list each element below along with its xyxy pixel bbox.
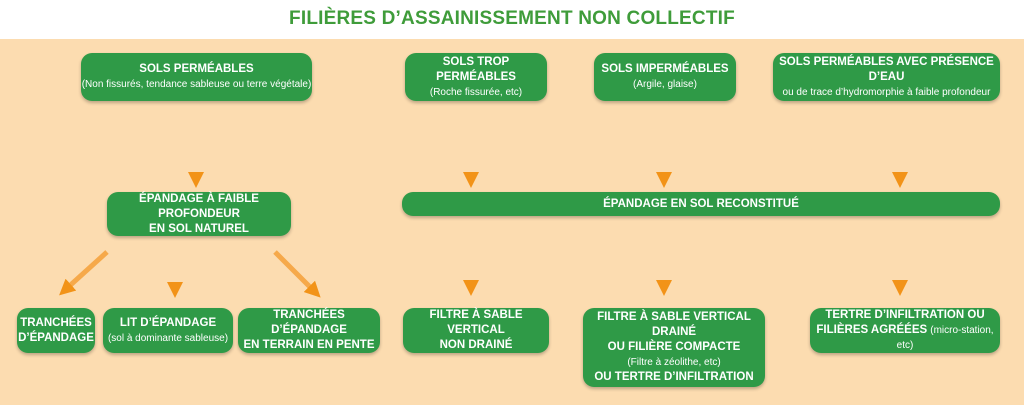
tertre-line2: FILIÈRES AGRÉÉES bbox=[816, 324, 928, 336]
output-lit: LIT D’ÉPANDAGE (sol à dominante sableuse… bbox=[103, 308, 233, 353]
output-tranchees: TRANCHÉES D’ÉPANDAGE bbox=[17, 308, 95, 353]
tranchees-line1: TRANCHÉES bbox=[20, 316, 92, 329]
tranchees-line2: D’ÉPANDAGE bbox=[18, 331, 94, 344]
shallow-spreading-box: ÉPANDAGE À FAIBLE PROFONDEUR EN SOL NATU… bbox=[107, 192, 291, 236]
soil-box-too-permeable: SOLS TROP PERMÉABLES (Roche fissurée, et… bbox=[405, 53, 547, 101]
soil-sub: (Roche fissurée, etc) bbox=[429, 86, 523, 98]
lit-sub: (sol à dominante sableuse) bbox=[107, 332, 229, 344]
output-pente: TRANCHÉES D’ÉPANDAGE EN TERRAIN EN PENTE bbox=[238, 308, 380, 353]
soil-box-water: SOLS PERMÉABLES AVEC PRÉSENCE D’EAU ou d… bbox=[773, 53, 1000, 101]
tertre-line1: TERTRE D’INFILTRATION OU bbox=[825, 309, 985, 321]
draine-sub: (Filtre à zéolithe, etc) bbox=[627, 357, 721, 368]
soil-sub: ou de trace d’hydromorphie à faible prof… bbox=[782, 86, 991, 98]
arrow-5 bbox=[59, 250, 109, 296]
draine-line2: OU FILIÈRE COMPACTE bbox=[607, 341, 741, 353]
output-filtre-non-draine: FILTRE À SABLE VERTICAL NON DRAINÉ bbox=[403, 308, 549, 353]
soil-title: SOLS IMPERMÉABLES bbox=[601, 63, 729, 75]
draine-line1: FILTRE À SABLE VERTICAL DRAINÉ bbox=[597, 311, 751, 338]
tertre-sub: (micro-station, etc) bbox=[896, 325, 994, 351]
soil-title: SOLS PERMÉABLES bbox=[139, 63, 254, 75]
output-tertre: TERTRE D’INFILTRATION OU FILIÈRES AGRÉÉE… bbox=[810, 308, 1000, 353]
arrow-7 bbox=[273, 250, 321, 298]
lit-title: LIT D’ÉPANDAGE bbox=[119, 316, 217, 329]
tertre-line2-wrap: FILIÈRES AGRÉÉES (micro-station, etc) bbox=[810, 323, 1000, 353]
pente-line1: TRANCHÉES D’ÉPANDAGE bbox=[271, 309, 347, 336]
reconstituted-label: ÉPANDAGE EN SOL RECONSTITUÉ bbox=[603, 197, 799, 210]
page-title: FILIÈRES D’ASSAINISSEMENT NON COLLECTIF bbox=[289, 8, 735, 29]
soil-sub: (Non fissurés, tendance sableuse ou terr… bbox=[81, 79, 312, 90]
soil-box-permeable: SOLS PERMÉABLES (Non fissurés, tendance … bbox=[81, 53, 312, 101]
shallow-line1: ÉPANDAGE À FAIBLE PROFONDEUR bbox=[139, 192, 259, 220]
pente-line2: EN TERRAIN EN PENTE bbox=[243, 339, 375, 351]
soil-sub: (Argile, glaise) bbox=[633, 79, 697, 90]
soil-title: SOLS TROP PERMÉABLES bbox=[436, 55, 516, 83]
soil-box-impermeable: SOLS IMPERMÉABLES (Argile, glaise) bbox=[594, 53, 736, 101]
shallow-line2: EN SOL NATUREL bbox=[149, 222, 249, 235]
output-filtre-draine: FILTRE À SABLE VERTICAL DRAINÉ OU FILIÈR… bbox=[583, 308, 765, 387]
filtre-line1: FILTRE À SABLE VERTICAL bbox=[429, 309, 523, 336]
draine-line3: OU TERTRE D’INFILTRATION bbox=[594, 371, 754, 383]
reconstituted-soil-bar: ÉPANDAGE EN SOL RECONSTITUÉ bbox=[402, 192, 1000, 216]
soil-title: SOLS PERMÉABLES AVEC PRÉSENCE D’EAU bbox=[779, 55, 994, 83]
filtre-line2: NON DRAINÉ bbox=[439, 339, 513, 351]
